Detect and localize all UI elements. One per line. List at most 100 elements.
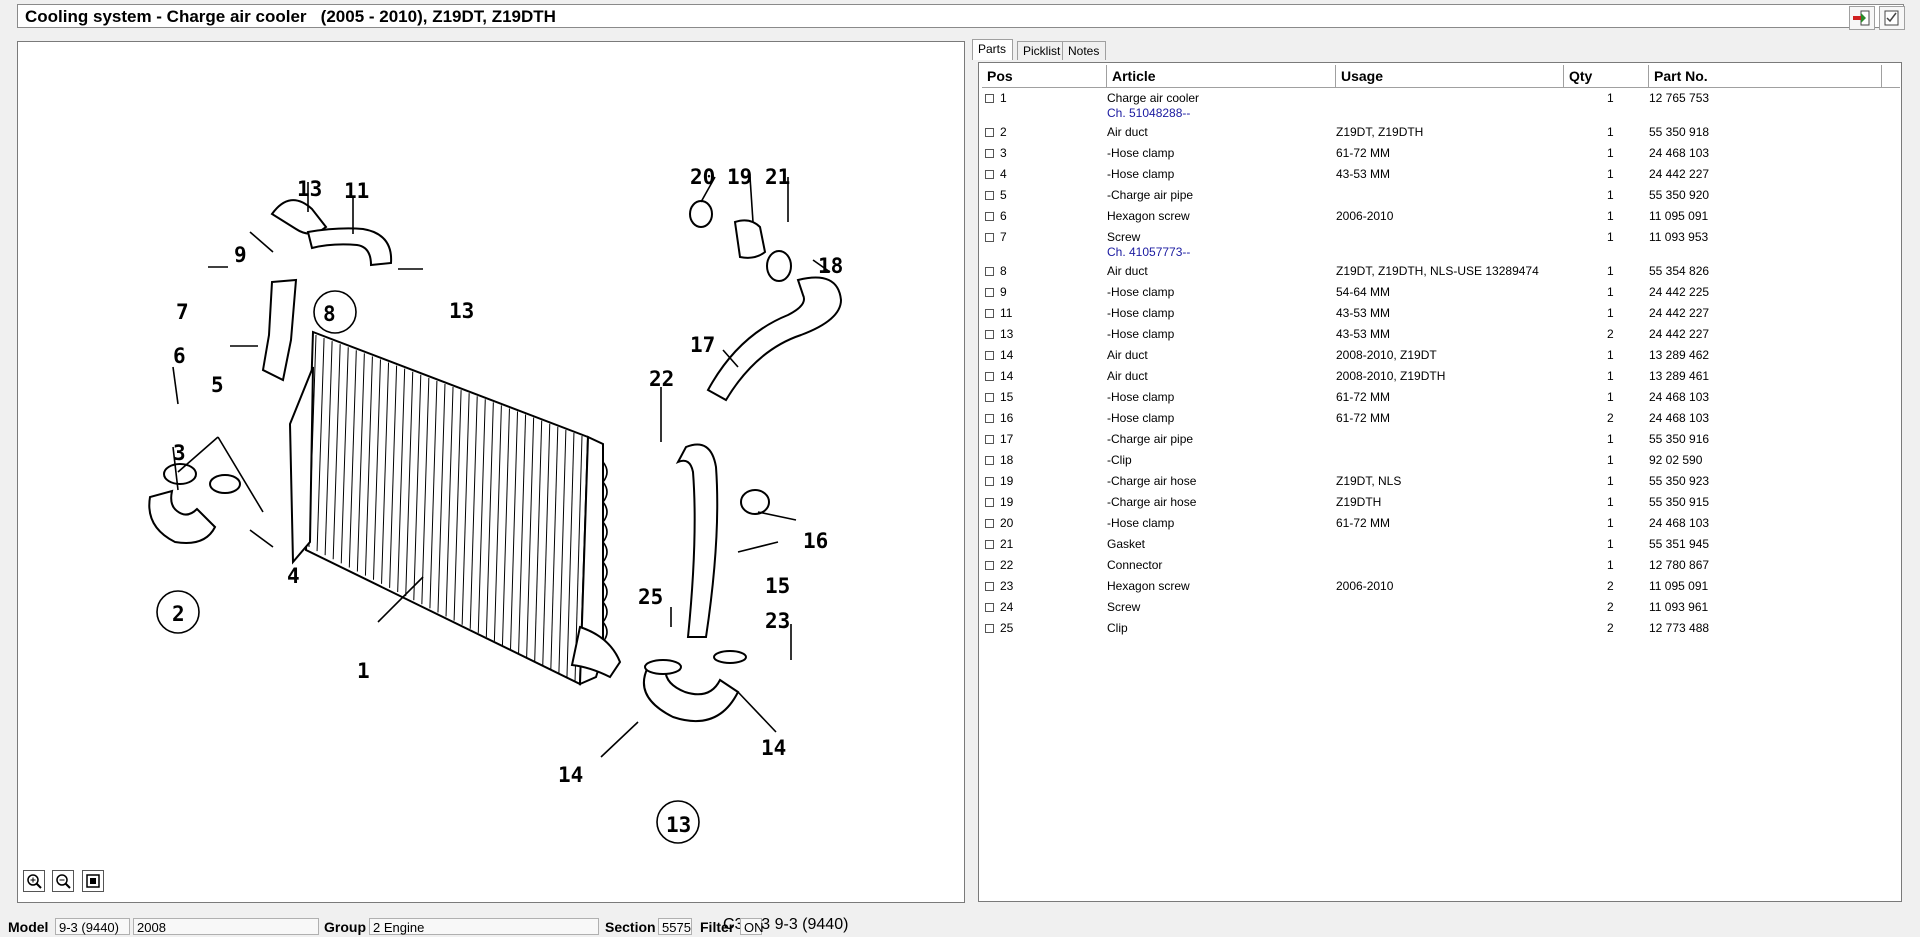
callout-25[interactable]: 25 — [638, 585, 663, 609]
checklist-button[interactable] — [1879, 6, 1905, 30]
cell-usage: 43-53 MM — [1336, 167, 1391, 181]
callout-3[interactable]: 3 — [173, 441, 186, 465]
cell-qty: 1 — [1607, 495, 1614, 509]
cell-qty: 2 — [1607, 600, 1614, 614]
group-field[interactable]: 2 Engine — [369, 918, 599, 935]
callout-2[interactable]: 2 — [172, 602, 185, 626]
section-field[interactable]: 5575 — [658, 918, 692, 935]
row-checkbox[interactable] — [985, 393, 994, 402]
cell-part: 12 780 867 — [1649, 558, 1710, 572]
title-bar: Cooling system - Charge air cooler (2005… — [17, 4, 1904, 28]
chassis-link[interactable]: Ch. 51048288-- — [1107, 106, 1191, 120]
cell-part: 55 350 920 — [1649, 188, 1710, 202]
cell-qty: 1 — [1607, 348, 1614, 362]
callout-13b[interactable]: 13 — [449, 299, 474, 323]
cell-usage: 2006-2010 — [1336, 579, 1394, 593]
row-checkbox[interactable] — [985, 561, 994, 570]
callout-24a[interactable]: 22 — [649, 367, 674, 391]
callout-11[interactable]: 11 — [344, 179, 369, 203]
callout-9[interactable]: 9 — [234, 243, 247, 267]
table-header: Pos Article Usage Qty Part No. — [982, 65, 1900, 88]
row-checkbox[interactable] — [985, 498, 994, 507]
column-header-pos[interactable]: Pos — [982, 65, 1107, 87]
fit-to-window-button[interactable] — [82, 870, 104, 892]
callout-1[interactable]: 1 — [357, 659, 370, 683]
row-checkbox[interactable] — [985, 94, 994, 103]
cell-usage: 54-64 MM — [1336, 285, 1391, 299]
callout-20[interactable]: 18 — [818, 254, 843, 278]
tab-picklist[interactable]: Picklist — [1017, 41, 1068, 60]
zoom-in-button[interactable] — [23, 870, 45, 892]
zoom-out-button[interactable] — [52, 870, 74, 892]
row-checkbox[interactable] — [985, 309, 994, 318]
column-header-usage[interactable]: Usage — [1336, 65, 1564, 87]
row-checkbox[interactable] — [985, 477, 994, 486]
row-checkbox[interactable] — [985, 170, 994, 179]
callout-17[interactable]: 15 — [765, 574, 790, 598]
row-checkbox[interactable] — [985, 212, 994, 221]
section-label: Section — [605, 919, 656, 935]
callout-5[interactable]: 5 — [211, 373, 224, 397]
cell-part: 92 02 590 — [1649, 453, 1703, 467]
cell-article: Air duct — [1107, 348, 1148, 362]
callout-19[interactable]: 17 — [690, 333, 715, 357]
chassis-link[interactable]: Ch. 41057773-- — [1107, 245, 1191, 259]
cooler-fin — [421, 377, 430, 605]
row-checkbox[interactable] — [985, 456, 994, 465]
row-checkbox[interactable] — [985, 267, 994, 276]
model-field[interactable]: 9-3 (9440) — [55, 918, 130, 935]
callout-8[interactable]: 8 — [323, 302, 336, 326]
callout-22[interactable]: 20 — [690, 165, 715, 189]
column-header-qty[interactable]: Qty — [1564, 65, 1649, 87]
cell-article: Connector — [1107, 558, 1163, 572]
cooler-fin — [493, 405, 502, 642]
row-checkbox[interactable] — [985, 519, 994, 528]
cell-part: 24 442 225 — [1649, 285, 1710, 299]
tab-parts[interactable]: Parts — [972, 39, 1014, 60]
callout-4[interactable]: 4 — [287, 564, 300, 588]
zoom-out-icon — [56, 874, 71, 889]
row-checkbox[interactable] — [985, 288, 994, 297]
row-checkbox[interactable] — [985, 372, 994, 381]
cell-usage: Z19DTH — [1336, 495, 1382, 509]
cell-article: -Hose clamp — [1107, 390, 1175, 404]
cell-usage: 43-53 MM — [1336, 306, 1391, 320]
row-checkbox[interactable] — [985, 330, 994, 339]
callout-15[interactable]: 14 — [761, 736, 786, 760]
cell-part: 24 468 103 — [1649, 390, 1710, 404]
cooler-fin — [526, 417, 535, 658]
cell-usage: 2008-2010, Z19DT — [1336, 348, 1437, 362]
row-checkbox[interactable] — [985, 191, 994, 200]
cell-part: 24 442 227 — [1649, 167, 1710, 181]
filter-field[interactable]: ON — [740, 918, 764, 935]
row-checkbox[interactable] — [985, 128, 994, 137]
column-header-part-no[interactable]: Part No. — [1649, 65, 1882, 87]
callout-24b[interactable]: 23 — [765, 609, 790, 633]
cell-pos: 13 — [1000, 327, 1014, 341]
callout-14[interactable]: 13 — [666, 813, 691, 837]
callout-18[interactable]: 16 — [803, 529, 828, 553]
year-field[interactable]: 2008 — [133, 918, 319, 935]
tab-notes[interactable]: Notes — [1062, 41, 1107, 60]
cell-qty: 1 — [1607, 474, 1614, 488]
row-checkbox[interactable] — [985, 603, 994, 612]
column-header-article[interactable]: Article — [1107, 65, 1336, 87]
callout-16[interactable]: 14 — [558, 763, 583, 787]
row-checkbox[interactable] — [985, 540, 994, 549]
row-checkbox[interactable] — [985, 149, 994, 158]
row-checkbox[interactable] — [985, 624, 994, 633]
callout-6[interactable]: 6 — [173, 344, 186, 368]
row-checkbox[interactable] — [985, 233, 994, 242]
row-checkbox[interactable] — [985, 351, 994, 360]
callout-21[interactable]: 19 — [727, 165, 752, 189]
cell-article: Gasket — [1107, 537, 1146, 551]
group-label: Group — [324, 919, 366, 935]
row-checkbox[interactable] — [985, 414, 994, 423]
row-checkbox[interactable] — [985, 435, 994, 444]
row-checkbox[interactable] — [985, 582, 994, 591]
export-button[interactable] — [1849, 6, 1875, 30]
callout-13a[interactable]: 13 — [297, 177, 322, 201]
callout-23[interactable]: 21 — [765, 165, 790, 189]
callout-7[interactable]: 7 — [176, 300, 189, 324]
model-label: Model — [8, 919, 49, 935]
